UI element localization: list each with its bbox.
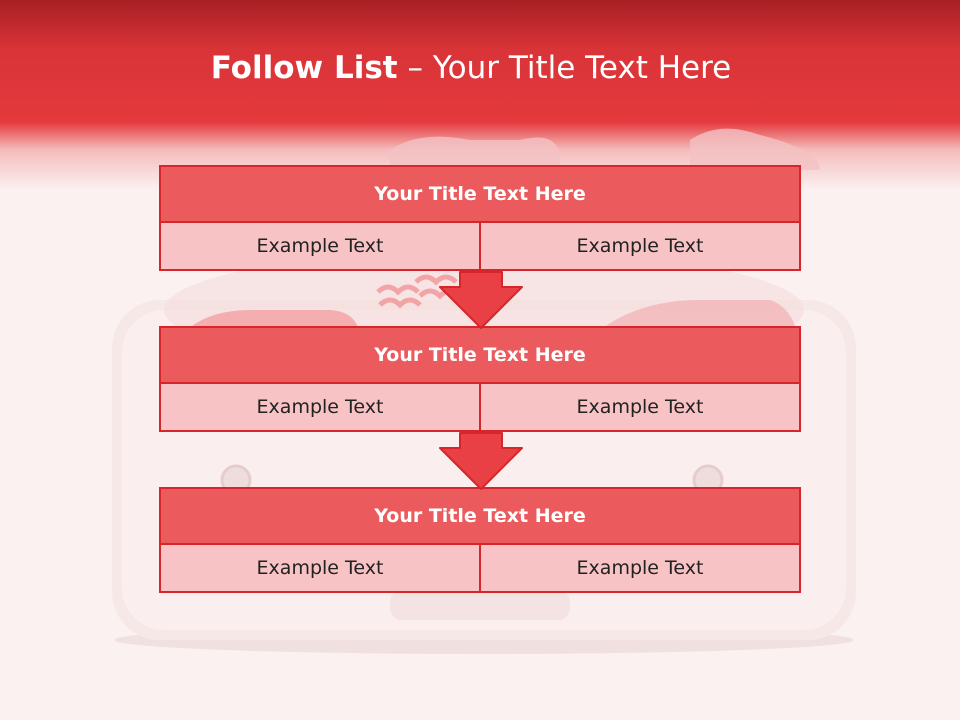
list-block-1: Your Title Text Here Example Text Exampl… bbox=[159, 165, 801, 271]
block-cell-left: Example Text bbox=[256, 557, 384, 579]
block-cell-right: Example Text bbox=[479, 545, 799, 591]
block-title: Your Title Text Here bbox=[161, 167, 799, 223]
slide-title-rest: – Your Title Text Here bbox=[397, 50, 732, 86]
list-block-3: Your Title Text Here Example Text Exampl… bbox=[159, 487, 801, 593]
block-cell-right: Example Text bbox=[479, 223, 799, 269]
slide-title: Follow List – Your Title Text Here bbox=[0, 50, 942, 86]
block-title: Your Title Text Here bbox=[161, 328, 799, 384]
block-row: Example Text Example Text bbox=[161, 384, 799, 430]
block-cell-right: Example Text bbox=[479, 384, 799, 430]
block-cell-left: Example Text bbox=[256, 235, 384, 257]
down-arrow-icon bbox=[439, 271, 523, 329]
block-cell-left: Example Text bbox=[256, 396, 384, 418]
slide-title-strong: Follow List bbox=[210, 50, 398, 86]
down-arrow-icon bbox=[439, 432, 523, 490]
list-block-2: Your Title Text Here Example Text Exampl… bbox=[159, 326, 801, 432]
block-title: Your Title Text Here bbox=[161, 489, 799, 545]
block-row: Example Text Example Text bbox=[161, 545, 799, 591]
block-row: Example Text Example Text bbox=[161, 223, 799, 269]
